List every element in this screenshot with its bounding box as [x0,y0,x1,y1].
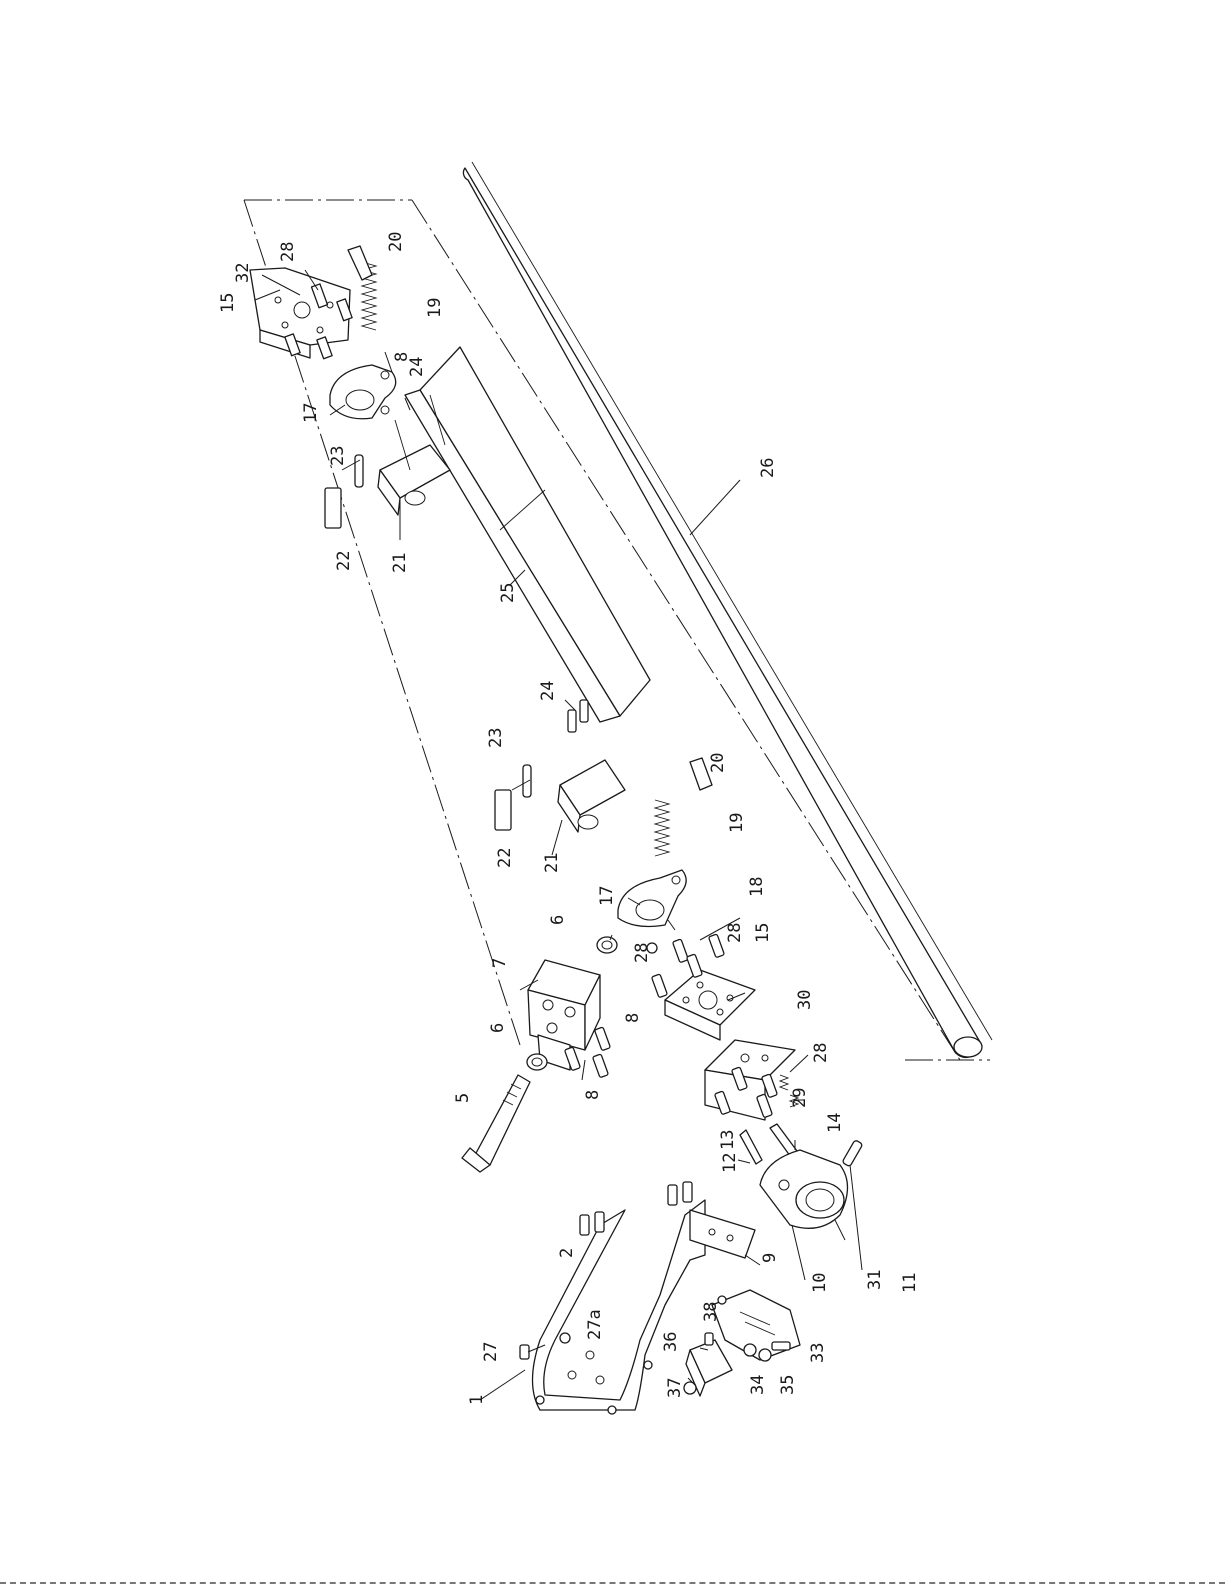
leader-lines [255,270,862,1400]
collar-10-31 [760,1140,863,1229]
lower-spring-19 [655,758,712,856]
part-label-25: 25 [498,583,518,603]
part-label-22: 22 [495,848,515,868]
lower-mount-plate-15 [665,970,755,1040]
part-label-29: 29 [790,1088,810,1108]
part-label-11: 11 [900,1273,920,1293]
part-label-2: 2 [557,1248,577,1258]
upper-mount-plate-15 [250,268,350,358]
part-label-9: 9 [760,1253,780,1263]
nut-6-lower [527,1054,547,1070]
part-label-24: 24 [407,357,427,377]
part-label-36: 36 [661,1332,681,1352]
upper-bearing-17 [330,365,396,419]
part-label-14: 14 [825,1113,845,1133]
part-label-6: 6 [548,915,568,925]
part-label-22: 22 [334,551,354,571]
part-label-21: 21 [542,853,562,873]
blade-25 [405,347,650,722]
lower-clamp-21 [495,760,625,832]
part-label-13: 13 [718,1130,738,1150]
part-label-8: 8 [623,1013,643,1023]
part-label-21: 21 [390,553,410,573]
part-label-28: 28 [632,943,652,963]
lower-screws-24 [568,700,588,732]
part-label-35: 35 [778,1375,798,1395]
part-label-34: 34 [748,1375,768,1395]
part-label-23: 23 [328,446,348,466]
part-label-30: 30 [795,990,815,1010]
part-label-28: 28 [725,923,745,943]
part-label-7: 7 [490,958,510,968]
part-label-33: 33 [808,1343,828,1363]
rod-5 [462,1075,530,1172]
part-label-28: 28 [278,242,298,262]
part-label-1: 1 [467,1395,487,1405]
part-label-38: 38 [701,1302,721,1322]
part-label-19: 19 [727,813,747,833]
part-label-31: 31 [865,1270,885,1290]
part-label-24: 24 [538,681,558,701]
part-label-6: 6 [488,1023,508,1033]
part-label-20: 20 [386,232,406,252]
part-label-28: 28 [811,1043,831,1063]
part-label-17: 17 [301,403,321,423]
part-label-23: 23 [486,728,506,748]
page-bottom-border [0,1582,1225,1584]
part-label-18: 18 [747,877,767,897]
part-label-19: 19 [425,298,445,318]
part-label-8: 8 [583,1090,603,1100]
part-label-26: 26 [758,458,778,478]
part-label-5: 5 [453,1093,473,1103]
part-label-10: 10 [810,1273,830,1293]
part-label-15: 15 [218,293,238,313]
part-label-12: 12 [720,1153,740,1173]
part-label-27a: 27a [585,1309,605,1340]
screws-2 [580,1182,692,1235]
nut-6-upper [597,937,617,953]
switch-36-37 [684,1333,732,1396]
part-label-15: 15 [753,923,773,943]
part-label-37: 37 [665,1378,685,1398]
part-label-17: 17 [597,886,617,906]
part-label-27: 27 [481,1342,501,1362]
part-label-32: 32 [233,263,253,283]
part-label-20: 20 [708,753,728,773]
